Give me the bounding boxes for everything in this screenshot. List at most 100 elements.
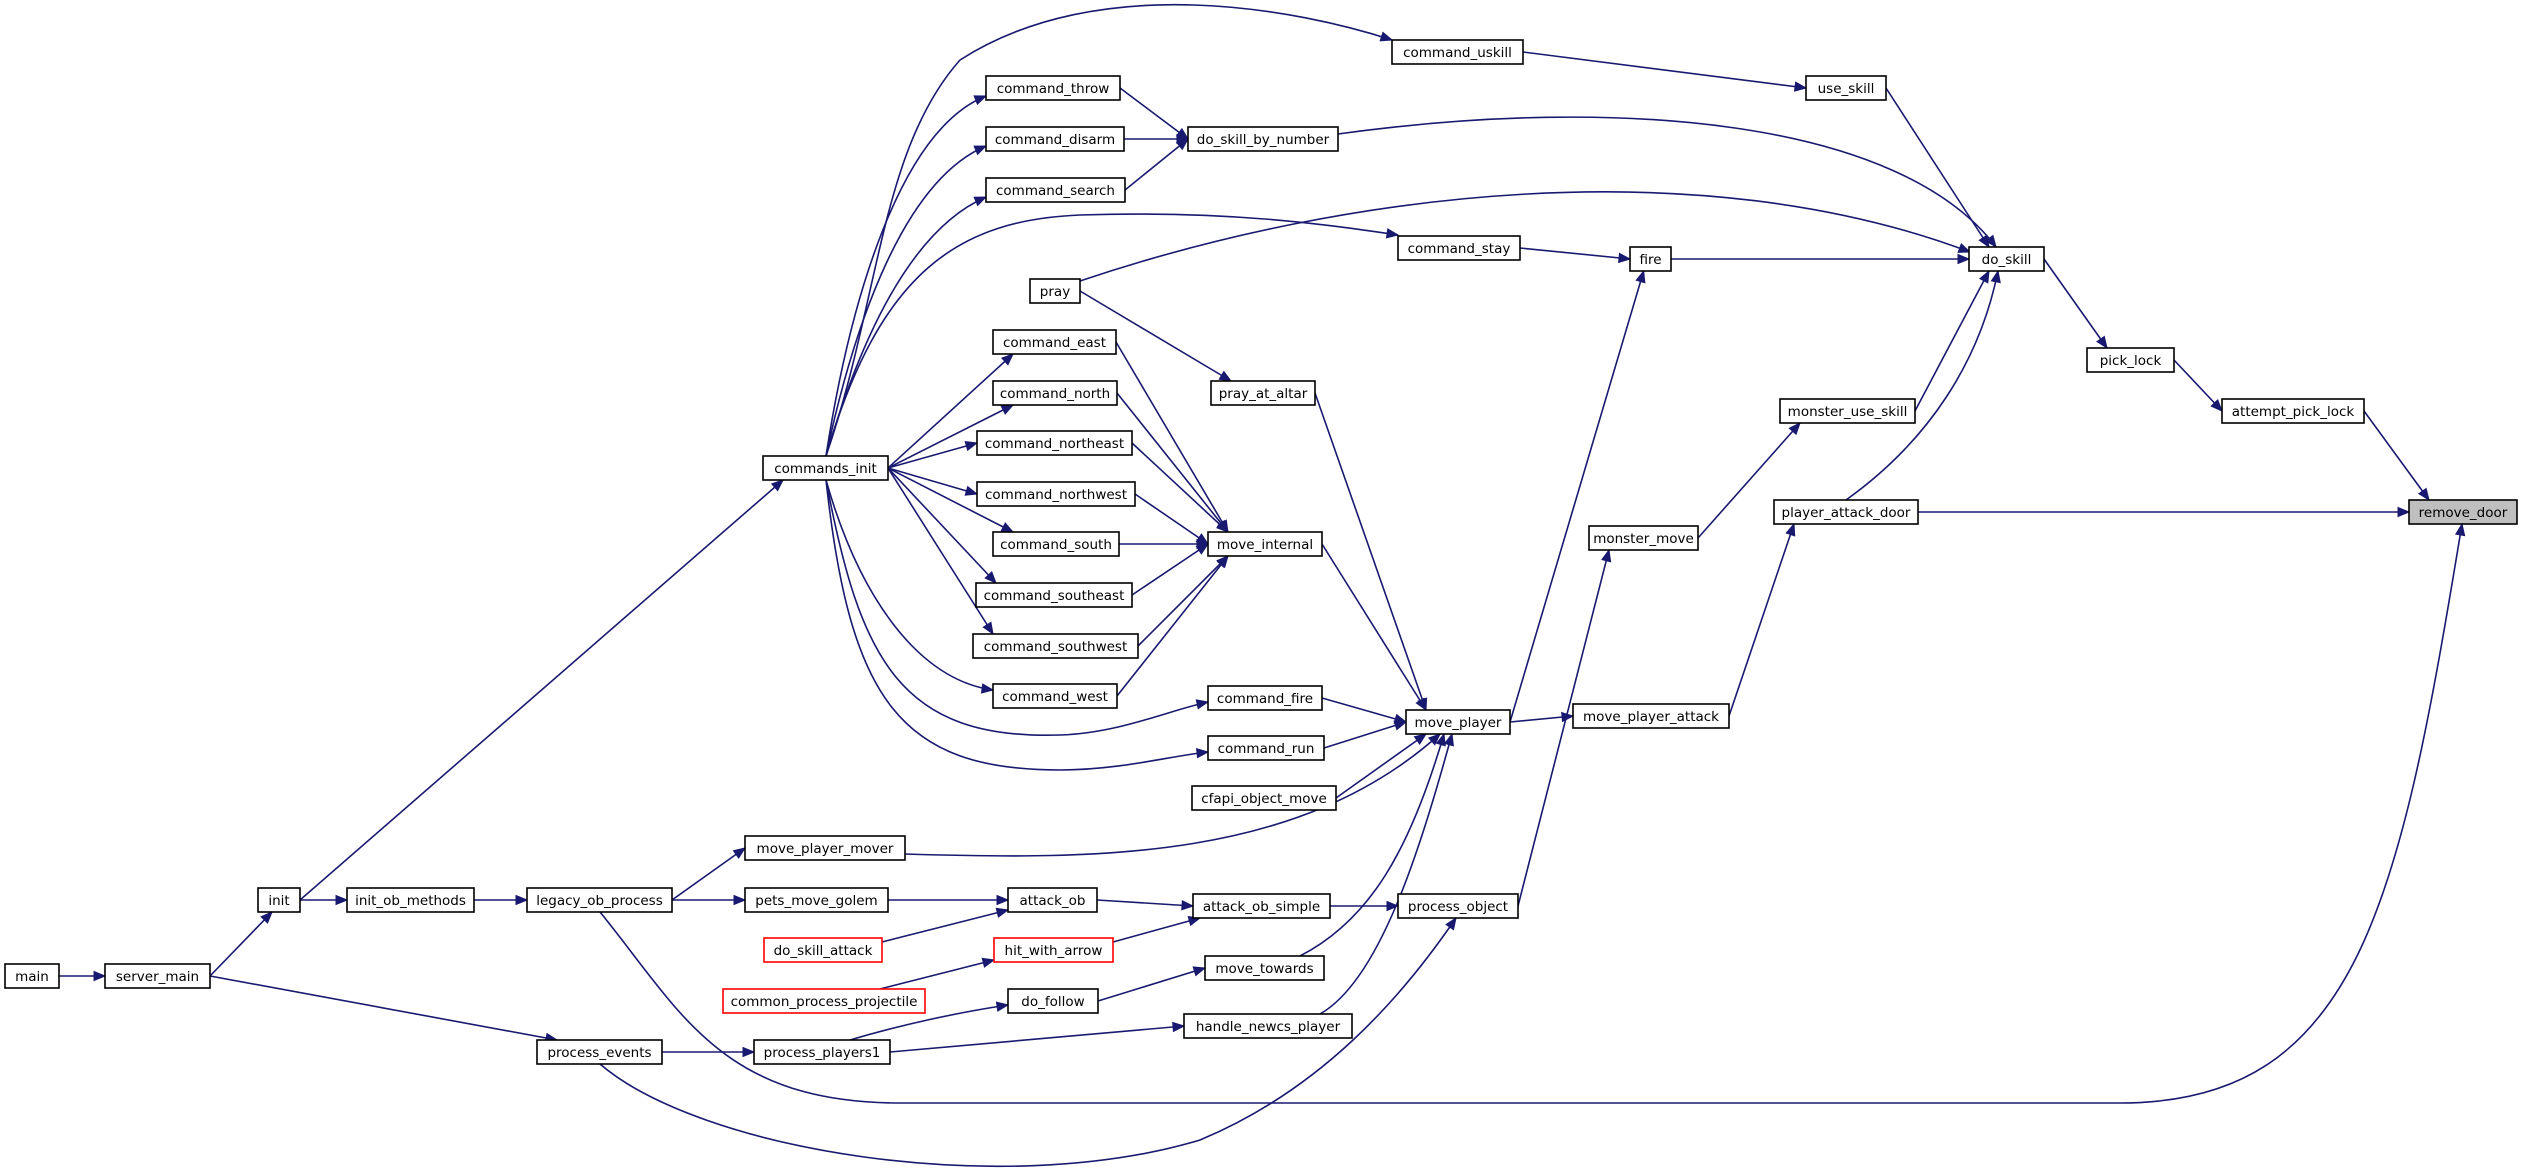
node-main[interactable]: main: [4, 963, 60, 989]
node-label: pets_move_golem: [755, 893, 877, 909]
node-remove_door[interactable]: remove_door: [2408, 499, 2518, 525]
node-attack_ob_simple[interactable]: attack_ob_simple: [1192, 893, 1331, 919]
node-command_southeast[interactable]: command_southeast: [975, 582, 1133, 608]
node-label: cfapi_object_move: [1201, 791, 1327, 807]
edge-commands_init-to-command_south: [887, 467, 1014, 533]
edge-command_fire-to-move_player: [1321, 697, 1407, 723]
node-box: [1207, 531, 1323, 557]
node-label: command_disarm: [995, 132, 1115, 148]
node-label: command_northeast: [985, 436, 1124, 452]
arrowhead-process_players1-to-do_follow: [995, 1001, 1010, 1012]
node-label: move_player_attack: [1583, 709, 1719, 725]
node-move_player[interactable]: move_player: [1405, 709, 1511, 735]
node-do_follow[interactable]: do_follow: [1007, 988, 1099, 1014]
node-move_player_attack[interactable]: move_player_attack: [1572, 703, 1730, 729]
node-common_process_projectile[interactable]: common_process_projectile: [722, 988, 926, 1014]
node-box: [992, 683, 1118, 709]
node-command_search[interactable]: command_search: [985, 177, 1126, 203]
node-label: hit_with_arrow: [1005, 943, 1103, 959]
node-hit_with_arrow[interactable]: hit_with_arrow: [993, 937, 1114, 963]
node-monster_move[interactable]: monster_move: [1588, 525, 1699, 551]
node-command_south[interactable]: command_south: [992, 531, 1120, 557]
arrowhead-commands_init-to-command_disarm: [973, 145, 988, 156]
node-command_disarm[interactable]: command_disarm: [985, 126, 1125, 152]
node-box: [993, 937, 1114, 963]
node-box: [1397, 893, 1519, 919]
node-do_skill_attack[interactable]: do_skill_attack: [763, 937, 883, 963]
edge-process_events-to-process_object: [599, 917, 1457, 1168]
node-label: attack_ob: [1020, 893, 1086, 909]
edge-commands_init-to-command_uskill: [825, 3, 1393, 457]
node-pets_move_golem[interactable]: pets_move_golem: [744, 887, 889, 913]
node-box: [1588, 525, 1699, 551]
node-process_object[interactable]: process_object: [1397, 893, 1519, 919]
edge-commands_init-to-command_throw: [825, 95, 987, 457]
node-box: [992, 329, 1117, 355]
node-pray_at_altar[interactable]: pray_at_altar: [1210, 380, 1316, 406]
edge-commands_init-to-command_search: [825, 196, 987, 457]
node-box: [763, 937, 883, 963]
node-label: pray_at_altar: [1219, 386, 1308, 402]
node-fire[interactable]: fire: [1629, 246, 1672, 272]
arrowhead-commands_init-to-command_uskill: [1379, 31, 1394, 42]
node-move_towards[interactable]: move_towards: [1204, 955, 1325, 981]
node-move_player_mover[interactable]: move_player_mover: [744, 835, 906, 861]
node-label: command_west: [1002, 689, 1108, 705]
node-process_events[interactable]: process_events: [536, 1039, 663, 1065]
node-command_north[interactable]: command_north: [992, 380, 1118, 406]
node-command_uskill[interactable]: command_uskill: [1391, 39, 1524, 65]
arrowhead-attack_ob_simple-to-process_object: [1386, 900, 1400, 912]
node-box: [346, 887, 475, 913]
node-command_east[interactable]: command_east: [992, 329, 1117, 355]
arrowhead-command_search-to-do_skill_by_number: [1175, 138, 1190, 151]
arrowhead-commands_init-to-command_north: [1000, 404, 1015, 415]
edge-move_player_mover-to-move_player: [904, 733, 1441, 857]
node-player_attack_door[interactable]: player_attack_door: [1773, 499, 1919, 525]
node-init_ob_methods[interactable]: init_ob_methods: [346, 887, 475, 913]
node-init[interactable]: init: [257, 887, 301, 913]
node-pray[interactable]: pray: [1029, 278, 1081, 304]
edge-do_skill-to-pick_lock: [2043, 258, 2108, 349]
node-cfapi_object_move[interactable]: cfapi_object_move: [1191, 785, 1337, 811]
node-process_players1[interactable]: process_players1: [753, 1039, 891, 1065]
node-command_fire[interactable]: command_fire: [1207, 685, 1323, 711]
edge-cfapi_object_move-to-move_player: [1335, 733, 1427, 799]
node-pick_lock[interactable]: pick_lock: [2086, 347, 2175, 373]
node-attack_ob[interactable]: attack_ob: [1007, 887, 1098, 913]
node-monster_use_skill[interactable]: monster_use_skill: [1779, 398, 1916, 424]
edge-command_throw-to-do_skill_by_number: [1119, 87, 1189, 140]
node-do_skill[interactable]: do_skill: [1968, 246, 2045, 272]
edge-command_uskill-to-use_skill: [1522, 51, 1807, 89]
node-do_skill_by_number[interactable]: do_skill_by_number: [1187, 126, 1339, 152]
arrowhead-process_events-to-process_object: [1445, 916, 1457, 931]
node-command_run[interactable]: command_run: [1207, 735, 1325, 761]
node-command_southwest[interactable]: command_southwest: [972, 633, 1139, 659]
node-box: [1207, 735, 1325, 761]
arrowhead-commands_init-to-command_southwest: [982, 621, 994, 636]
arrowhead-main-to-server_main: [93, 970, 107, 982]
arrowhead-move_player-to-move_player_attack: [1561, 711, 1575, 723]
arrowhead-commands_init-to-command_fire: [1195, 699, 1210, 710]
node-legacy_ob_process[interactable]: legacy_ob_process: [526, 887, 673, 913]
node-use_skill[interactable]: use_skill: [1805, 75, 1887, 101]
node-box: [1192, 893, 1331, 919]
node-label: process_players1: [764, 1045, 881, 1061]
node-command_stay[interactable]: command_stay: [1397, 235, 1521, 261]
node-attempt_pick_lock[interactable]: attempt_pick_lock: [2221, 398, 2365, 424]
node-server_main[interactable]: server_main: [104, 963, 211, 989]
node-command_northeast[interactable]: command_northeast: [976, 430, 1133, 456]
node-command_northwest[interactable]: command_northwest: [976, 481, 1136, 507]
edge-process_object-to-monster_move: [1517, 549, 1610, 907]
node-handle_newcs_player[interactable]: handle_newcs_player: [1183, 1013, 1353, 1039]
arrowhead-move_player-to-fire: [1635, 269, 1646, 284]
node-command_throw[interactable]: command_throw: [985, 75, 1121, 101]
arrowhead-commands_init-to-command_northwest: [964, 485, 979, 496]
node-box: [257, 887, 301, 913]
node-move_internal[interactable]: move_internal: [1207, 531, 1323, 557]
node-command_west[interactable]: command_west: [992, 683, 1118, 709]
arrowhead-process_players1-to-handle_newcs_player: [1172, 1021, 1186, 1033]
node-label: player_attack_door: [1782, 505, 1911, 521]
node-commands_init[interactable]: commands_init: [762, 455, 889, 481]
node-label: command_southeast: [984, 588, 1125, 604]
